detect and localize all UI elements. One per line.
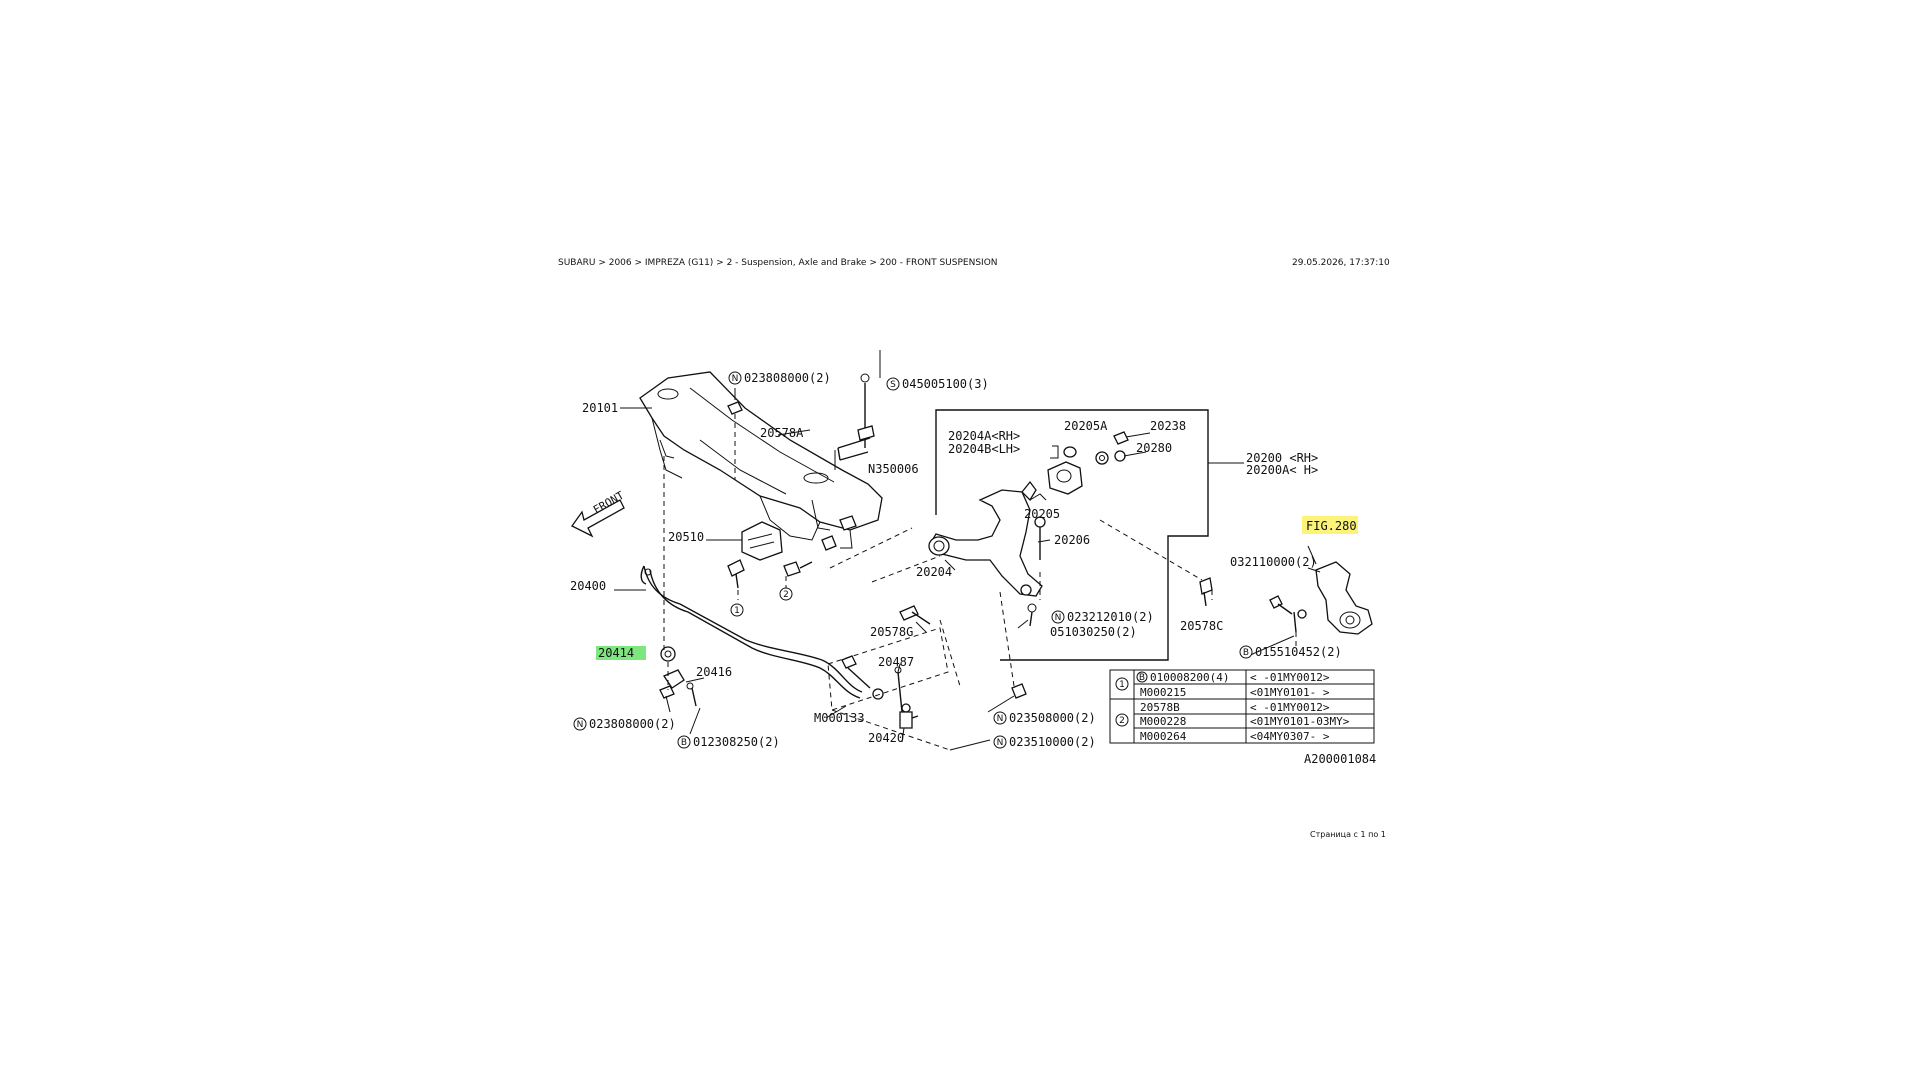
callout-s-045005100: S 045005100(3)	[886, 377, 989, 391]
svg-text:N: N	[997, 714, 1004, 724]
table-r5c2: <04MY0307- >	[1250, 730, 1330, 743]
table-r3c2: < -01MY0012>	[1250, 701, 1330, 714]
label-20101: 20101	[582, 401, 618, 415]
label-20420: 20420	[868, 731, 904, 745]
bolt-20578g-drawing	[899, 605, 931, 625]
table-r2c2: <01MY0101- >	[1250, 686, 1330, 699]
callout-n-023212010: N 023212010(2)	[1051, 610, 1154, 624]
label-20414: 20414	[598, 646, 634, 660]
label-20204a: 20204A<RH>	[948, 429, 1020, 443]
stabilizer-bar-drawing	[640, 565, 863, 699]
lower-arm-box	[935, 409, 1209, 661]
label-20578c: 20578C	[1180, 619, 1223, 633]
crossmember-fasteners-drawing	[727, 515, 1027, 699]
svg-text:023212010(2): 023212010(2)	[1067, 610, 1154, 624]
svg-text:B: B	[1243, 648, 1249, 658]
svg-text:015510452(2): 015510452(2)	[1255, 645, 1342, 659]
label-20204: 20204	[916, 565, 952, 579]
callout-n-023808000-bottom: N 023808000(2)	[573, 717, 676, 731]
table-r1c2: < -01MY0012>	[1250, 671, 1330, 684]
bolt-20578a-drawing	[834, 373, 875, 470]
highlight-yellow	[1302, 516, 1358, 534]
nut-top-drawing	[727, 401, 743, 480]
label-20280: 20280	[1136, 441, 1172, 455]
bolt-20578c-drawing	[1199, 577, 1213, 607]
label-n350006: N350006	[868, 462, 919, 476]
page-counter: Страница с 1 по 1	[1310, 830, 1386, 839]
label-20205: 20205	[1024, 507, 1060, 521]
label-ref-code: A200001084	[1304, 752, 1376, 766]
table-r4c2: <01MY0101-03MY>	[1250, 715, 1350, 728]
label-051030250: 051030250(2)	[1050, 625, 1137, 639]
callout-b-012308250: B 012308250(2)	[677, 735, 780, 749]
svg-text:023510000(2): 023510000(2)	[1009, 735, 1096, 749]
breadcrumb: SUBARU > 2006 > IMPREZA (G11) > 2 - Susp…	[558, 258, 998, 268]
svg-text:N: N	[577, 720, 584, 730]
stabilizer-bushing-drawing	[659, 646, 697, 707]
svg-text:023508000(2): 023508000(2)	[1009, 711, 1096, 725]
ref-mark-2-crossmember: 2	[779, 587, 793, 601]
alignment-lines	[663, 456, 1297, 690]
lower-arm-drawing	[928, 480, 1047, 597]
label-fig280: FIG.280	[1306, 519, 1357, 533]
label-20416: 20416	[696, 665, 732, 679]
table-r1c1: 010008200(4)	[1150, 671, 1229, 684]
label-20578a: 20578A	[760, 426, 804, 440]
label-20487: 20487	[878, 655, 914, 669]
svg-text:N: N	[732, 374, 739, 384]
svg-text:1: 1	[1119, 680, 1125, 690]
label-20200a: 20200A< H>	[1246, 463, 1318, 477]
knuckle-drawing	[1269, 561, 1373, 635]
table-r2c1: M000215	[1140, 686, 1186, 699]
leader-lines	[614, 350, 1321, 751]
table-r5c1: M000264	[1140, 730, 1187, 743]
stabilizer-link-drawing	[841, 655, 919, 729]
table-r3c1: 20578B	[1140, 701, 1180, 714]
print-datetime: 29.05.2026, 17:37:10	[1292, 258, 1390, 268]
callout-b-015510452: B 015510452(2)	[1239, 645, 1342, 659]
front-direction-arrow: FRONT	[571, 489, 627, 538]
applicability-table: 1 2 B 010008200(4) < -01MY0012> M000215 …	[1109, 669, 1375, 744]
lower-arm-bracket-drawing	[1047, 431, 1129, 495]
crossmember-drawing	[639, 371, 883, 549]
label-20200: 20200 <RH>	[1246, 451, 1318, 465]
svg-text:1: 1	[734, 606, 740, 616]
table-r4c1: M000228	[1140, 715, 1186, 728]
link-box	[827, 627, 949, 711]
svg-text:012308250(2): 012308250(2)	[693, 735, 780, 749]
svg-text:045005100(3): 045005100(3)	[902, 377, 989, 391]
svg-text:2: 2	[783, 590, 789, 600]
svg-text:S: S	[890, 380, 896, 390]
svg-text:B: B	[1139, 673, 1145, 683]
svg-text:023808000(2): 023808000(2)	[744, 371, 831, 385]
callout-n-023508000: N 023508000(2)	[993, 711, 1096, 725]
label-20206: 20206	[1054, 533, 1090, 547]
callout-n-023510000: N 023510000(2)	[993, 735, 1096, 749]
label-20204b: 20204B<LH>	[948, 442, 1020, 456]
svg-text:B: B	[681, 738, 687, 748]
label-m000133: M000133	[814, 711, 865, 725]
ref-mark-1-crossmember: 1	[730, 603, 744, 617]
pivot-bolts-drawing	[1017, 516, 1046, 629]
bracket-20510-drawing	[741, 521, 783, 561]
label-032110000: 032110000(2)	[1230, 555, 1317, 569]
label-20510: 20510	[668, 530, 704, 544]
svg-text:N: N	[997, 738, 1004, 748]
svg-text:2: 2	[1119, 716, 1125, 726]
svg-text:023808000(2): 023808000(2)	[589, 717, 676, 731]
highlight-green	[596, 646, 646, 660]
svg-text:N: N	[1055, 613, 1062, 623]
label-20205a: 20205A	[1064, 419, 1108, 433]
callout-n-023808000-top: N 023808000(2)	[728, 371, 831, 385]
label-20578g: 20578G	[870, 625, 913, 639]
label-20238: 20238	[1150, 419, 1186, 433]
label-20400: 20400	[570, 579, 606, 593]
